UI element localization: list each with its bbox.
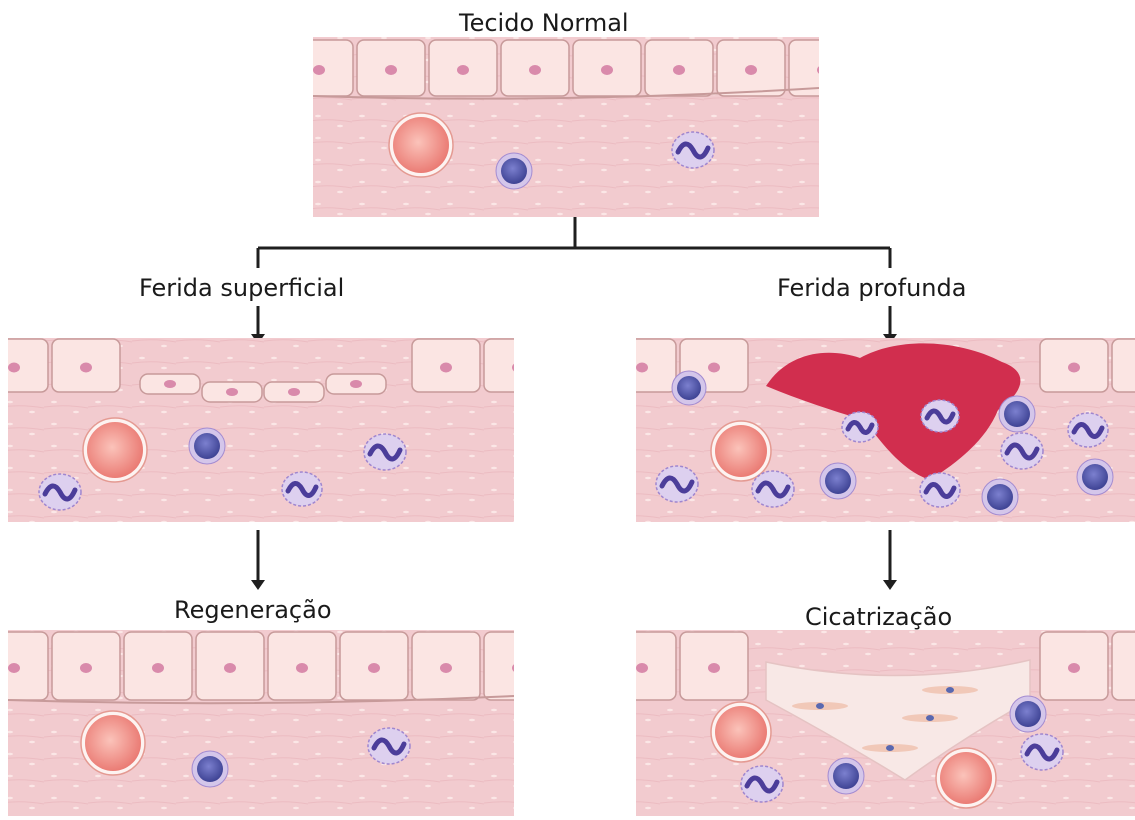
lymphocyte [982,479,1018,515]
neutrophil [921,400,959,432]
epithelial-cell [484,632,552,700]
neutrophil [1001,433,1043,469]
panel-normal-tissue [285,37,857,217]
panel-regeneration [0,630,552,816]
epithelial-cell [608,632,676,700]
lymphocyte [999,396,1035,432]
label-deep-wound: Ferida profunda [777,274,966,302]
neutrophil [741,766,783,802]
epithelial-cell [52,339,120,392]
epithelial-cell [429,40,497,96]
label-regeneration: Regeneração [174,596,332,624]
epithelial-cell [0,632,48,700]
epithelial-cell [680,632,748,700]
lymphocyte [828,758,864,794]
epithelial-cell [717,40,785,96]
lymphocyte [496,153,532,189]
lymphocyte [192,751,228,787]
epithelial-cell [357,40,425,96]
neutrophil [752,471,794,507]
epithelial-cell [501,40,569,96]
epithelial-cell [1040,339,1108,392]
branch-connector [258,217,890,268]
epithelial-cell [1040,632,1108,700]
epithelial-cell [484,339,552,392]
neutrophil [368,728,410,764]
flattened-epithelial-cell [326,374,386,394]
epithelial-cell [52,632,120,700]
neutrophil [656,466,698,502]
panel-superficial-wound [0,338,552,522]
label-superficial-wound: Ferida superficial [139,274,344,302]
lymphocyte [1077,459,1113,495]
blood-cell [711,421,771,481]
label-normal-tissue: Tecido Normal [459,9,629,37]
neutrophil [282,472,322,506]
fibroblast [902,714,958,722]
epithelial-cell [196,632,264,700]
blood-cell [83,418,147,482]
arrow-to-scarring [883,530,897,590]
epithelial-cell [285,40,353,96]
neutrophil [672,132,714,168]
neutrophil [364,434,406,470]
arrow-to-regeneration [251,530,265,590]
blood-cell [936,748,996,808]
epithelial-cell [412,632,480,700]
epithelial-cell [1112,632,1135,700]
flattened-epithelial-cell [140,374,200,394]
fibroblast [862,744,918,752]
epithelial-cell [412,339,480,392]
blood-cell [711,702,771,762]
neutrophil [1068,413,1108,447]
fibroblast [922,686,978,694]
neutrophil [920,473,960,507]
flattened-epithelial-cell [202,382,262,402]
neutrophil [842,412,878,442]
blood-cell [81,711,145,775]
fibroblast [792,702,848,710]
neutrophil [39,474,81,510]
lymphocyte [820,463,856,499]
epithelial-cell [340,632,408,700]
lymphocyte [189,428,225,464]
epithelial-cell [645,40,713,96]
panel-scarring [608,630,1135,816]
epithelial-cell [573,40,641,96]
neutrophil [1021,734,1063,770]
epithelial-cell [124,632,192,700]
epithelial-cell [789,40,857,96]
epithelial-cell [0,339,48,392]
blood-cell [389,113,453,177]
epithelial-cell [268,632,336,700]
epithelial-cell [608,339,676,392]
label-scarring: Cicatrização [805,603,952,631]
epithelial-cell [1112,339,1135,392]
flattened-epithelial-cell [264,382,324,402]
panel-deep-wound [608,338,1135,522]
lymphocyte [672,371,706,405]
lymphocyte [1010,696,1046,732]
